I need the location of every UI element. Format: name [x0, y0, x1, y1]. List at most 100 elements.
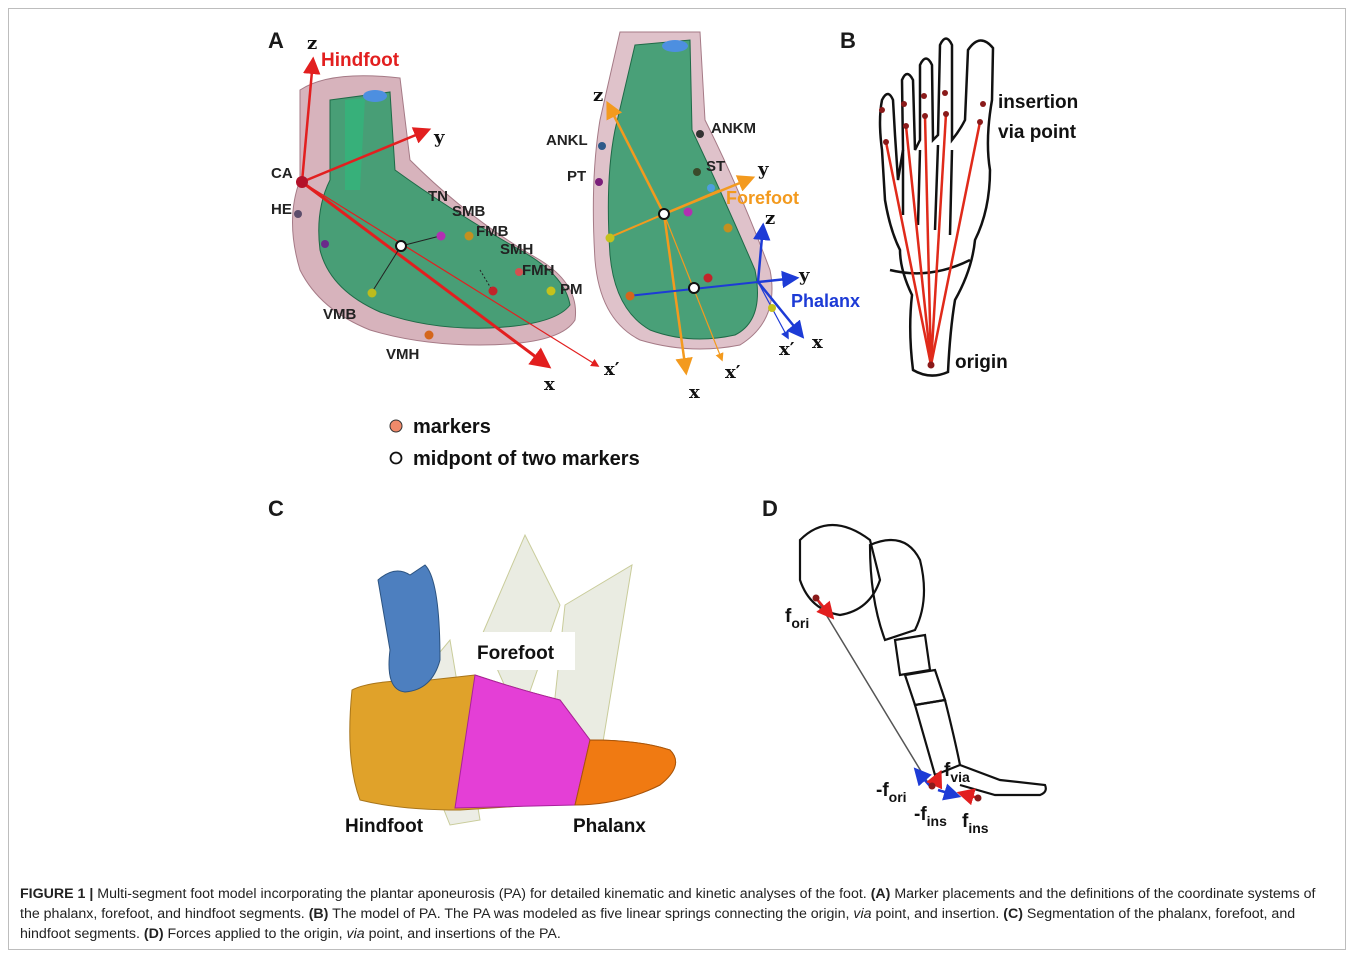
caption-b-via: via: [853, 906, 871, 922]
point-insertion: [975, 795, 982, 802]
foot-sagittal-outline: [800, 525, 1046, 795]
hindfoot-x-prime-label: x′: [604, 359, 620, 380]
marker-toe: [768, 304, 776, 312]
pa-springs: [886, 114, 980, 365]
label-f-via: fvia: [944, 760, 970, 785]
label-insertion: insertion: [998, 92, 1078, 113]
pa-line: [816, 598, 930, 786]
forefoot-z-label: z: [593, 85, 603, 106]
label-f-ori: fori: [785, 606, 809, 631]
legend-midpoint: midpont of two markers: [413, 448, 640, 470]
label-origin: origin: [955, 352, 1008, 373]
caption-b-text: The model of PA. The PA was modeled as f…: [332, 906, 849, 922]
label-st: ST: [706, 158, 725, 175]
label-via-point: via point: [998, 122, 1077, 143]
label-tn: TN: [428, 188, 448, 205]
tibia-fibula-3d: [378, 565, 440, 692]
hindfoot-z-label: z: [307, 33, 317, 54]
marker-forefoot-outer: [724, 224, 733, 233]
label-ca: CA: [271, 165, 293, 182]
marker-lateral-left: [321, 240, 329, 248]
point-origin: [813, 595, 820, 602]
hindfoot-y-label: y: [433, 127, 445, 148]
panel-b: B insertion via point origin: [840, 28, 1078, 376]
midpoint-forefoot: [659, 209, 669, 219]
marker-smb: [437, 232, 446, 241]
label-vmb: VMB: [323, 306, 357, 323]
caption-b-text2: point, and insertion.: [875, 906, 999, 922]
hindfoot-x-label: x: [544, 374, 555, 395]
arrow-neg-f-ori: [916, 770, 930, 786]
marker-vmb: [368, 289, 377, 298]
caption-d-via: via: [347, 926, 365, 942]
caption-c-tag: (C): [1003, 906, 1023, 922]
marker-pm: [547, 287, 556, 296]
caption-a-tag: (A): [871, 886, 891, 902]
panel-a-left-foot: z Hindfoot y x x′ CA HE TN SMB FMB SMH F…: [271, 33, 620, 395]
label-f-ins: fins: [962, 811, 989, 836]
marker-ca: [296, 176, 308, 188]
legend-markers: markers: [413, 416, 491, 438]
panel-a-legend: markers midpont of two markers: [390, 416, 640, 470]
figure-caption: FIGURE 1 | Multi-segment foot model inco…: [20, 884, 1338, 944]
forefoot-y-label: y: [757, 159, 769, 180]
legend-marker-swatch: [390, 420, 402, 432]
caption-d-text2: point, and insertions of the PA.: [369, 926, 561, 942]
hindfoot-title: Hindfoot: [321, 50, 400, 71]
panel-a-right-foot: z y x x′ Forefoot z y Phalanx x′ x ANKL …: [546, 32, 860, 403]
marker-phalanx-medial: [704, 274, 713, 283]
marker-fmb: [465, 232, 474, 241]
marker-vmh: [425, 331, 434, 340]
arrow-neg-f-ins: [938, 790, 958, 796]
tibia-cap-left: [363, 90, 387, 102]
label-smh: SMH: [500, 241, 533, 258]
label-he: HE: [271, 201, 292, 218]
label-vmh: VMH: [386, 346, 419, 363]
label-ankl: ANKL: [546, 132, 588, 149]
caption-d-tag: (D): [144, 926, 164, 942]
label-pt: PT: [567, 168, 586, 185]
panel-c: C Forefoot Hindfoot Phalanx: [268, 496, 676, 837]
panel-c-label: C: [268, 496, 284, 521]
panel-d-label: D: [762, 496, 778, 521]
phalanx-x-label: x: [812, 332, 823, 353]
forefoot-x-label: x: [689, 382, 700, 403]
label-pm: PM: [560, 281, 583, 298]
figure-panels: A z Hindfoot y x x′: [0, 0, 1355, 880]
marker-forefoot-lateral: [606, 234, 615, 243]
marker-st-lateral: [707, 184, 715, 192]
midpoint-left: [396, 241, 406, 251]
caption-label: FIGURE 1 |: [20, 886, 93, 902]
segment-phalanx: [575, 740, 676, 805]
c-label-phalanx: Phalanx: [573, 816, 646, 837]
label-fmb: FMB: [476, 223, 509, 240]
marker-st: [693, 168, 701, 176]
label-neg-f-ori: -fori: [876, 780, 907, 805]
marker-smh: [489, 287, 498, 296]
tibia-cap-right: [662, 40, 688, 52]
panel-a-label: A: [268, 28, 284, 53]
panel-d: D fori fvia -fori -fins fins: [762, 496, 1046, 836]
foot-skeleton-outline: [880, 39, 993, 376]
label-ankm: ANKM: [711, 120, 756, 137]
caption-title: Multi-segment foot model incorporating t…: [97, 886, 866, 902]
forefoot-title: Forefoot: [726, 188, 799, 208]
label-fmh: FMH: [522, 262, 555, 279]
caption-d-text: Forces applied to the origin,: [168, 926, 343, 942]
marker-pt: [595, 178, 603, 186]
marker-phalanx-lateral: [626, 292, 635, 301]
marker-ankm: [696, 130, 704, 138]
phalanx-x-prime-label: x′: [779, 339, 795, 360]
caption-b-tag: (B): [309, 906, 329, 922]
label-smb: SMB: [452, 203, 486, 220]
marker-forefoot-medial: [684, 208, 693, 217]
phalanx-y-label: y: [798, 265, 810, 286]
panel-a: A z Hindfoot y x x′: [268, 28, 860, 470]
panel-b-label: B: [840, 28, 856, 53]
c-label-forefoot: Forefoot: [477, 643, 555, 664]
midpoint-phalanx: [689, 283, 699, 293]
forefoot-x-prime-label: x′: [725, 362, 741, 383]
c-label-hindfoot: Hindfoot: [345, 816, 424, 837]
legend-midpoint-swatch: [391, 453, 402, 464]
marker-ankl: [598, 142, 606, 150]
